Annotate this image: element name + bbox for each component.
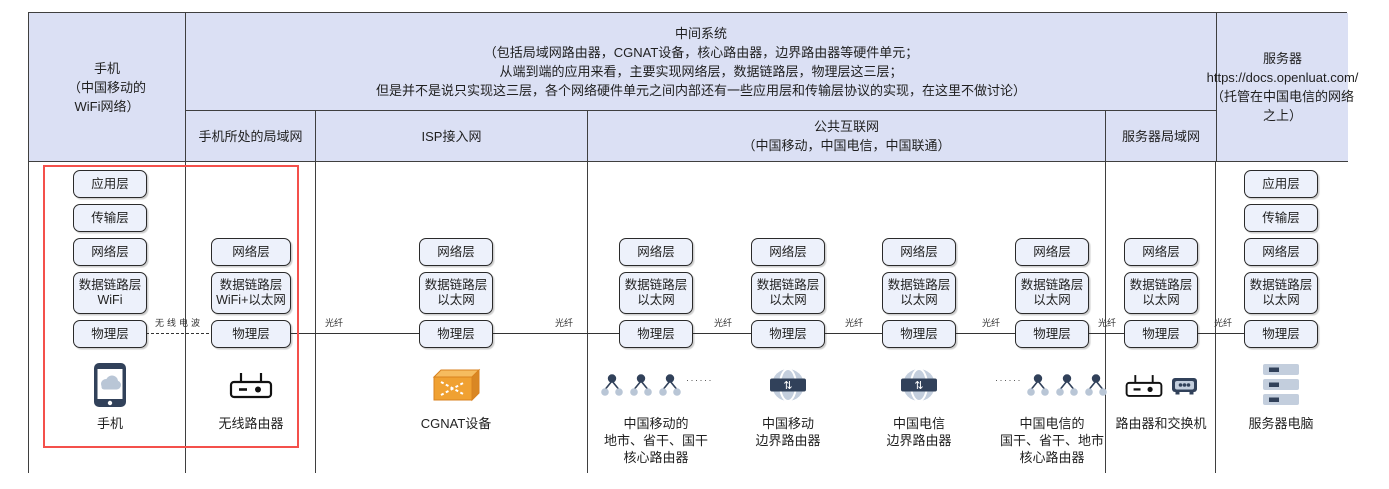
device-router-and-switch: 路由器和交换机 bbox=[1086, 357, 1236, 432]
fiber-link-line bbox=[214, 333, 1244, 334]
layer-datalink: 数据链路层 WiFi bbox=[73, 272, 147, 314]
border-router-globe-icon: ⇅ bbox=[770, 368, 806, 402]
device-telecom-border-router: ⇅ 中国电信 边界路由器 bbox=[844, 357, 994, 449]
stack-telecom-border: 网络层 数据链路层 以太网 物理层 bbox=[882, 238, 956, 348]
layer-physical: 物理层 bbox=[211, 320, 291, 348]
layer-physical: 物理层 bbox=[1244, 320, 1318, 348]
layer-network: 网络层 bbox=[211, 238, 291, 266]
ellipsis-dots: ······ bbox=[995, 375, 1022, 385]
stack-cmcc-border: 网络层 数据链路层 以太网 物理层 bbox=[751, 238, 825, 348]
layer-network: 网络层 bbox=[751, 238, 825, 266]
body-col-internet bbox=[588, 162, 1106, 473]
device-label: 中国电信 边界路由器 bbox=[886, 416, 952, 448]
radio-wave-link-line bbox=[146, 333, 214, 334]
device-telecom-core-routers: ······ 中国电信的 国干、省干、地市 核心路由器 bbox=[977, 357, 1127, 466]
cgnat-icon bbox=[432, 368, 481, 402]
stack-cmcc-core: 网络层 数据链路层 以太网 物理层 bbox=[619, 238, 693, 348]
layer-network: 网络层 bbox=[1124, 238, 1198, 266]
fiber-label: 光纤 bbox=[324, 318, 344, 328]
fiber-label: 光纤 bbox=[981, 318, 1001, 328]
layer-transport: 传输层 bbox=[1244, 204, 1318, 232]
stack-phone: 应用层 传输层 网络层 数据链路层 WiFi 物理层 bbox=[73, 170, 147, 348]
header-phone-lan: 手机所处的局域网 bbox=[186, 111, 316, 162]
layer-datalink: 数据链路层 以太网 bbox=[1124, 272, 1198, 314]
layer-datalink: 数据链路层 以太网 bbox=[1015, 272, 1089, 314]
layer-physical: 物理层 bbox=[619, 320, 693, 348]
border-router-globe-icon: ⇅ bbox=[901, 368, 937, 402]
fiber-label: 光纤 bbox=[844, 318, 864, 328]
fiber-label: 光纤 bbox=[554, 318, 574, 328]
device-cgnat: CGNAT设备 bbox=[381, 357, 531, 432]
layer-physical: 物理层 bbox=[882, 320, 956, 348]
stack-telecom-core: 网络层 数据链路层 以太网 物理层 bbox=[1015, 238, 1089, 348]
layer-transport: 传输层 bbox=[73, 204, 147, 232]
layer-datalink: 数据链路层 以太网 bbox=[882, 272, 956, 314]
header-intermediate-system: 中间系统 （包括局域网路由器，CGNAT设备，核心路由器，边界路由器等硬件单元；… bbox=[186, 13, 1216, 111]
fiber-label: 光纤 bbox=[713, 318, 733, 328]
header-public-internet: 公共互联网 （中国移动，中国电信，中国联通） bbox=[588, 111, 1106, 162]
body-col-phone-lan bbox=[186, 162, 316, 473]
header-isp-access: ISP接入网 bbox=[316, 111, 588, 162]
layer-network: 网络层 bbox=[73, 238, 147, 266]
device-phone: 手机 bbox=[35, 357, 185, 432]
stack-cgnat: 网络层 数据链路层 以太网 物理层 bbox=[419, 238, 493, 348]
router-icon bbox=[1125, 374, 1163, 397]
ellipsis-dots: ······ bbox=[686, 375, 713, 385]
body-col-server-lan bbox=[1106, 162, 1216, 473]
device-server-computer: 服务器电脑 bbox=[1206, 357, 1356, 432]
stack-server-lan: 网络层 数据链路层 以太网 物理层 bbox=[1124, 238, 1198, 348]
network-layers-diagram: 手机 （中国移动的 WiFi网络） 中间系统 （包括局域网路由器，CGNAT设备… bbox=[28, 12, 1358, 473]
header-phone-network: 手机 （中国移动的 WiFi网络） bbox=[29, 13, 186, 162]
server-icon bbox=[1263, 364, 1299, 405]
body-col-isp bbox=[316, 162, 588, 473]
header-server: 服务器 https://docs.openluat.com/ （托管在中国电信的… bbox=[1207, 13, 1358, 162]
layer-physical: 物理层 bbox=[1015, 320, 1089, 348]
device-label: 无线路由器 bbox=[218, 416, 284, 431]
stack-wifi-router: 网络层 数据链路层 WiFi+以太网 物理层 bbox=[211, 238, 291, 348]
layer-datalink: 数据链路层 以太网 bbox=[751, 272, 825, 314]
device-label: 中国移动的 地市、省干、国干 核心路由器 bbox=[603, 416, 708, 465]
layer-network: 网络层 bbox=[882, 238, 956, 266]
layer-physical: 物理层 bbox=[751, 320, 825, 348]
layer-application: 应用层 bbox=[73, 170, 147, 198]
wifi-router-icon bbox=[229, 373, 273, 399]
device-cmcc-core-routers: ······ 中国移动的 地市、省干、国干 核心路由器 bbox=[581, 357, 731, 466]
device-label: 服务器电脑 bbox=[1248, 416, 1314, 431]
svg-text:⇅: ⇅ bbox=[914, 380, 923, 392]
layer-datalink: 数据链路层 以太网 bbox=[619, 272, 693, 314]
layer-datalink: 数据链路层 以太网 bbox=[1244, 272, 1318, 314]
layer-datalink: 数据链路层 以太网 bbox=[419, 272, 493, 314]
device-cmcc-border-router: ⇅ 中国移动 边界路由器 bbox=[713, 357, 863, 449]
layer-physical: 物理层 bbox=[1124, 320, 1198, 348]
device-label: 中国移动 边界路由器 bbox=[755, 416, 821, 448]
radio-wave-label: 无线电波 bbox=[154, 318, 204, 328]
device-label: 手机 bbox=[96, 416, 123, 431]
layer-physical: 物理层 bbox=[73, 320, 147, 348]
device-wifi-router: 无线路由器 bbox=[176, 357, 326, 432]
header-server-lan: 服务器局域网 bbox=[1106, 111, 1216, 162]
layer-network: 网络层 bbox=[419, 238, 493, 266]
core-routers-icon: ······ bbox=[995, 373, 1109, 397]
device-label: CGNAT设备 bbox=[420, 416, 492, 431]
svg-text:⇅: ⇅ bbox=[783, 380, 792, 392]
layer-network: 网络层 bbox=[1015, 238, 1089, 266]
layer-datalink: 数据链路层 WiFi+以太网 bbox=[211, 272, 291, 314]
fiber-label: 光纤 bbox=[1097, 318, 1117, 328]
device-label: 中国电信的 国干、省干、地市 核心路由器 bbox=[999, 416, 1104, 465]
core-routers-icon: ······ bbox=[599, 373, 713, 397]
layer-network: 网络层 bbox=[1244, 238, 1318, 266]
fiber-label: 光纤 bbox=[1213, 318, 1233, 328]
layer-physical: 物理层 bbox=[419, 320, 493, 348]
switch-icon bbox=[1172, 377, 1197, 394]
phone-icon bbox=[94, 363, 126, 407]
layer-network: 网络层 bbox=[619, 238, 693, 266]
layer-application: 应用层 bbox=[1244, 170, 1318, 198]
stack-server: 应用层 传输层 网络层 数据链路层 以太网 物理层 bbox=[1244, 170, 1318, 348]
device-label: 路由器和交换机 bbox=[1115, 416, 1207, 431]
